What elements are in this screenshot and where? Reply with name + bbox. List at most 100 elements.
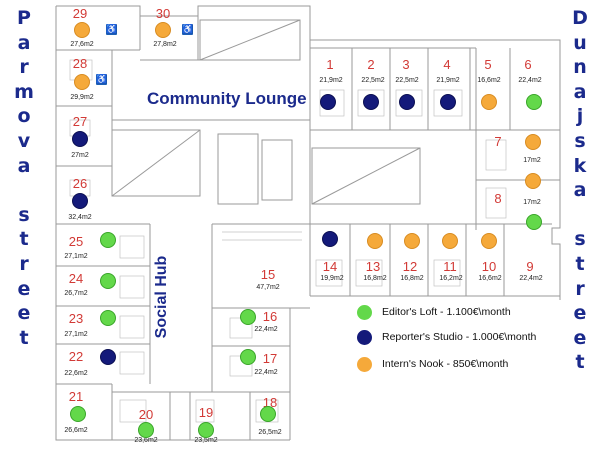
street-letter: t (19, 228, 29, 251)
unit-number: 11 (443, 259, 457, 274)
street-letter: t (575, 252, 585, 275)
unit-area: 21,9m2 (436, 77, 460, 84)
unit-number: 20 (138, 407, 154, 422)
unit-area: 22,6m2 (64, 370, 88, 377)
unit-type-marker-editor (240, 309, 256, 325)
unit-number: 26 (72, 176, 88, 191)
street-letter (6, 178, 42, 203)
street-letter: r (575, 277, 585, 300)
unit-number: 7 (494, 134, 502, 149)
unit-type-marker-intern (367, 233, 383, 249)
unit-area: 22,4m2 (519, 275, 543, 282)
legend-text: Reporter's Studio - 1.000€\month (382, 331, 537, 343)
unit-type-marker-editor (100, 310, 116, 326)
unit-area: 27m2 (71, 152, 89, 159)
street-letter: s (574, 228, 586, 251)
unit-number: 10 (481, 259, 497, 274)
unit-number: 16 (262, 309, 278, 324)
unit-number: 12 (402, 259, 418, 274)
unit-area: 32,4m2 (68, 214, 92, 221)
street-letter: P (17, 7, 31, 29)
unit-area: 17m2 (523, 157, 541, 164)
street-letter: m (14, 80, 34, 103)
street-letter: a (573, 179, 587, 202)
unit-area: 16,2m2 (439, 275, 463, 282)
legend-dot-icon (357, 304, 372, 320)
unit-type-marker-editor (260, 406, 276, 422)
street-letter: r (19, 252, 29, 275)
street-letter: e (17, 302, 31, 325)
legend-text: Editor's Loft - 1.100€\month (382, 306, 511, 318)
unit-type-marker-reporter (100, 349, 116, 365)
unit-area: 26,5m2 (258, 429, 282, 436)
unit-type-marker-intern (74, 74, 90, 90)
unit-number: 4 (443, 57, 451, 72)
unit-type-marker-intern (481, 233, 497, 249)
unit-number: 6 (524, 57, 532, 72)
unit-type-marker-intern (155, 22, 171, 38)
legend-text: Intern's Nook - 850€\month (382, 358, 509, 370)
unit-type-marker-editor (198, 422, 214, 438)
street-letter: D (572, 7, 588, 29)
unit-type-marker-editor (70, 406, 86, 422)
social-hub-label: Social Hub (153, 255, 170, 339)
legend-item-intern: Intern's Nook - 850€\month (357, 354, 508, 374)
wheelchair-icon: ♿ (182, 24, 194, 35)
legend-dot-icon (357, 356, 372, 372)
unit-area: 27,6m2 (70, 41, 94, 48)
street-letter: k (573, 154, 587, 177)
street-letter: t (575, 351, 585, 374)
unit-number: 5 (484, 57, 492, 72)
unit-number: 27 (72, 114, 88, 129)
street-letter: j (576, 105, 584, 128)
unit-type-marker-reporter (72, 131, 88, 147)
unit-type-marker-editor (526, 94, 542, 110)
unit-number: 1 (326, 57, 334, 72)
unit-type-marker-editor (100, 273, 116, 289)
unit-area: 22,4m2 (518, 77, 542, 84)
wheelchair-icon: ♿ (106, 24, 118, 35)
unit-type-marker-intern (442, 233, 458, 249)
unit-type-marker-reporter (320, 94, 336, 110)
street-letter: r (19, 56, 29, 79)
unit-type-marker-intern (404, 233, 420, 249)
unit-type-marker-editor (240, 349, 256, 365)
unit-area: 27,8m2 (153, 41, 177, 48)
street-letter: e (17, 277, 31, 300)
street-letter: s (18, 203, 30, 226)
unit-number: 2 (367, 57, 375, 72)
unit-area: 47,7m2 (256, 284, 280, 291)
unit-area: 22,4m2 (254, 326, 278, 333)
unit-area: 22,5m2 (361, 77, 385, 84)
unit-type-marker-editor (138, 422, 154, 438)
street-letter: t (19, 326, 29, 349)
unit-area: 19,9m2 (320, 275, 344, 282)
unit-number: 9 (526, 259, 534, 274)
unit-type-marker-intern (525, 134, 541, 150)
street-letter: v (17, 129, 31, 152)
unit-type-marker-reporter (322, 231, 338, 247)
unit-type-marker-intern (525, 173, 541, 189)
unit-number: 15 (260, 267, 276, 282)
unit-type-marker-intern (481, 94, 497, 110)
unit-area: 16,8m2 (400, 275, 424, 282)
street-letter (562, 203, 598, 228)
unit-type-marker-reporter (72, 193, 88, 209)
street-letter: a (17, 154, 31, 177)
legend-item-editor: Editor's Loft - 1.100€\month (357, 302, 511, 322)
street-letter: o (17, 105, 31, 128)
unit-number: 8 (494, 191, 502, 206)
unit-number: 23 (68, 311, 84, 326)
legend-item-reporter: Reporter's Studio - 1.000€\month (357, 327, 536, 347)
unit-number: 13 (365, 259, 381, 274)
street-letter: e (573, 302, 587, 325)
unit-area: 26,7m2 (64, 290, 88, 297)
unit-area: 17m2 (523, 199, 541, 206)
street-letter: u (573, 31, 587, 54)
unit-area: 23,5m2 (194, 437, 218, 444)
street-letter: e (573, 326, 587, 349)
unit-area: 29,9m2 (70, 94, 94, 101)
